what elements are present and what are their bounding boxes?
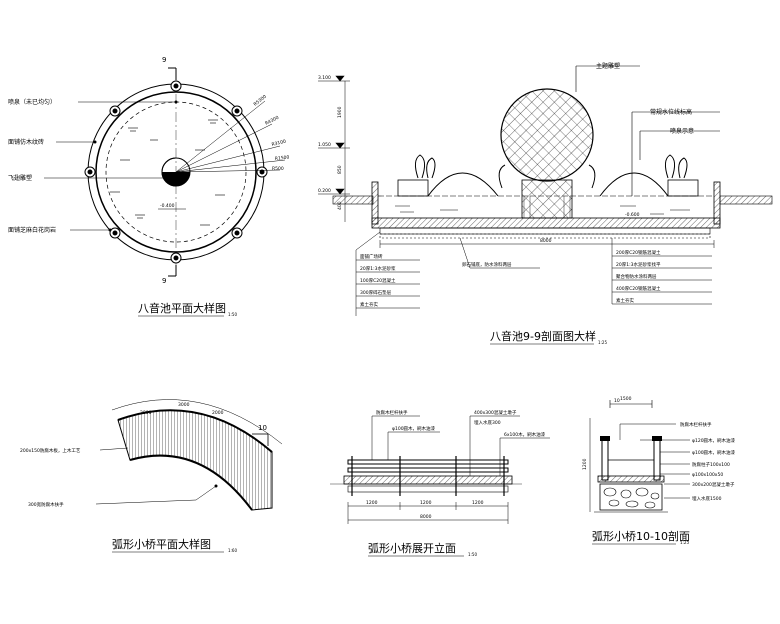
elev-label-wood: 6x100木，刷木油漆 — [504, 431, 546, 438]
dim-1900: 1900 — [337, 106, 343, 118]
theme-sculpture-sphere — [500, 88, 594, 182]
pond-section-drawing: 3.100 1.050 0.200 1900 850 400 — [318, 62, 773, 345]
radius-5: R500 — [272, 166, 284, 172]
elev-label-pier: 400x300混凝土墩子 — [474, 409, 517, 416]
label-fountain: 喷泉（未已均匀） — [8, 98, 56, 106]
plan-title: 八音池平面大样图 — [138, 301, 226, 315]
section-title: 八音池9-9剖面图大样 — [490, 329, 596, 343]
level-minus-0600: -0.600 — [625, 212, 640, 218]
bridge-section-title: 弧形小桥10-10剖面 — [592, 529, 690, 543]
elev-dim-total: 8000 — [420, 514, 432, 520]
bridge-label-boards: 200x150防腐木板，上木工艺 — [20, 447, 81, 454]
rubble-foundation — [599, 483, 663, 511]
sec-label-4: 防腐柱子100x100 — [692, 461, 730, 468]
elev-dim-2: 1200 — [420, 500, 432, 506]
fountain-jets — [414, 154, 688, 189]
section-scale: 1:25 — [598, 340, 607, 345]
label-granite: 面铺芝麻白花岗岩 — [8, 226, 56, 234]
bridge-elevation-drawing: 防腐木栏杆扶手 φ100圆木，刷木油漆 400x300混凝土墩子 埋入水底300… — [330, 409, 550, 557]
plan-scale: 1:50 — [228, 312, 237, 317]
sec-label-2: φ120圆木，刷木油漆 — [692, 437, 736, 444]
bridge-deck — [117, 409, 273, 511]
radial-dimensions — [175, 100, 286, 173]
bridge-elevation-scale: 1:50 — [468, 552, 477, 557]
layer-right-5: 素土夯实 — [616, 297, 634, 304]
dim-8000: 8000 — [540, 238, 552, 244]
elev-label-railing: 防腐木栏杆扶手 — [376, 409, 408, 416]
layer-left-5: 素土夯实 — [360, 301, 378, 308]
right-dome — [599, 172, 669, 197]
arc-dim-1: 2800 — [140, 410, 152, 416]
section-dim-1500: 1500 — [620, 396, 632, 402]
section-mark-bottom: 9 — [162, 277, 166, 285]
label-wood-tile: 面铺仿木纹砖 — [8, 138, 44, 146]
section-mark-10: 10 — [258, 424, 267, 432]
layer-right-4: 400厚C20钢筋混凝土 — [616, 285, 661, 292]
layer-left-4: 300厚碎石垫层 — [360, 289, 392, 296]
section-dim-1200: 1200 — [582, 458, 588, 470]
sec-label-6: 300x200混凝土墩子 — [692, 481, 735, 488]
arc-dim-2: 3000 — [178, 402, 190, 408]
bridge-plan-drawing: 2800 3000 2000 10 200x150防腐木板，上木工艺 300宽防… — [20, 399, 283, 553]
layer-left-2: 20厚1:3水泥砂浆 — [360, 265, 396, 272]
middle-note: 卵石铺底，防水涂料两层 — [462, 261, 512, 268]
elev-dim-3: 1200 — [472, 500, 484, 506]
sec-label-7: 埋入水底1500 — [692, 495, 722, 502]
dim-400: 400 — [337, 201, 343, 210]
sec-label-3: φ100圆木，刷木油漆 — [692, 449, 736, 456]
sculpture-pedestal — [521, 179, 573, 219]
fountain-nozzles — [84, 80, 268, 264]
label-sculpture: 飞翅雕塑 — [8, 174, 32, 182]
elev-label-post: φ100圆木，刷木油漆 — [392, 425, 436, 432]
radius-3: R3100 — [271, 139, 287, 148]
bridge-plan-scale: 1:60 — [228, 548, 237, 553]
bridge-plan-title: 弧形小桥平面大样图 — [112, 537, 211, 551]
layer-right-3: 聚合物防水涂料两层 — [616, 273, 657, 280]
bridge-section-drawing: 10 1500 1200 防腐木 — [582, 396, 736, 545]
section-mark-label: 10 — [614, 398, 620, 404]
radius-2: R4300 — [264, 115, 280, 127]
level-1050: 1.050 — [318, 142, 331, 148]
dim-850: 850 — [337, 165, 343, 174]
bridge-section-scale: 1:25 — [680, 540, 689, 545]
layer-right-1: 200厚C20钢筋混凝土 — [616, 249, 661, 256]
radius-4: R1500 — [275, 154, 290, 162]
layer-right-2: 20厚1:3水泥砂浆找平 — [616, 261, 661, 268]
radius-1: R5300 — [253, 94, 268, 108]
sec-label-1: 防腐木栏杆扶手 — [680, 421, 712, 428]
pond-plan-drawing: 9 9 — [8, 56, 290, 317]
level-3100: 3.100 — [318, 75, 331, 81]
bridge-label-railing: 300宽防腐木扶手 — [28, 501, 64, 508]
sec-label-5: φ100x100x50 — [692, 472, 723, 478]
left-dome — [427, 172, 499, 197]
elev-dim-1: 1200 — [366, 500, 378, 506]
pond-base-slab — [371, 217, 721, 229]
level-0200: 0.200 — [318, 188, 331, 194]
elev-label-bury: 埋入水底300 — [474, 419, 501, 426]
section-mark-top: 9 — [162, 56, 166, 64]
pond-level: -0.400 — [160, 203, 175, 209]
water-symbols — [110, 119, 225, 226]
layer-left-1: 面铺广场砖 — [360, 253, 383, 260]
bridge-elevation-title: 弧形小桥展开立面 — [368, 541, 456, 555]
layer-left-3: 100厚C20混凝土 — [360, 277, 396, 284]
arc-dim-3: 2000 — [212, 410, 224, 416]
